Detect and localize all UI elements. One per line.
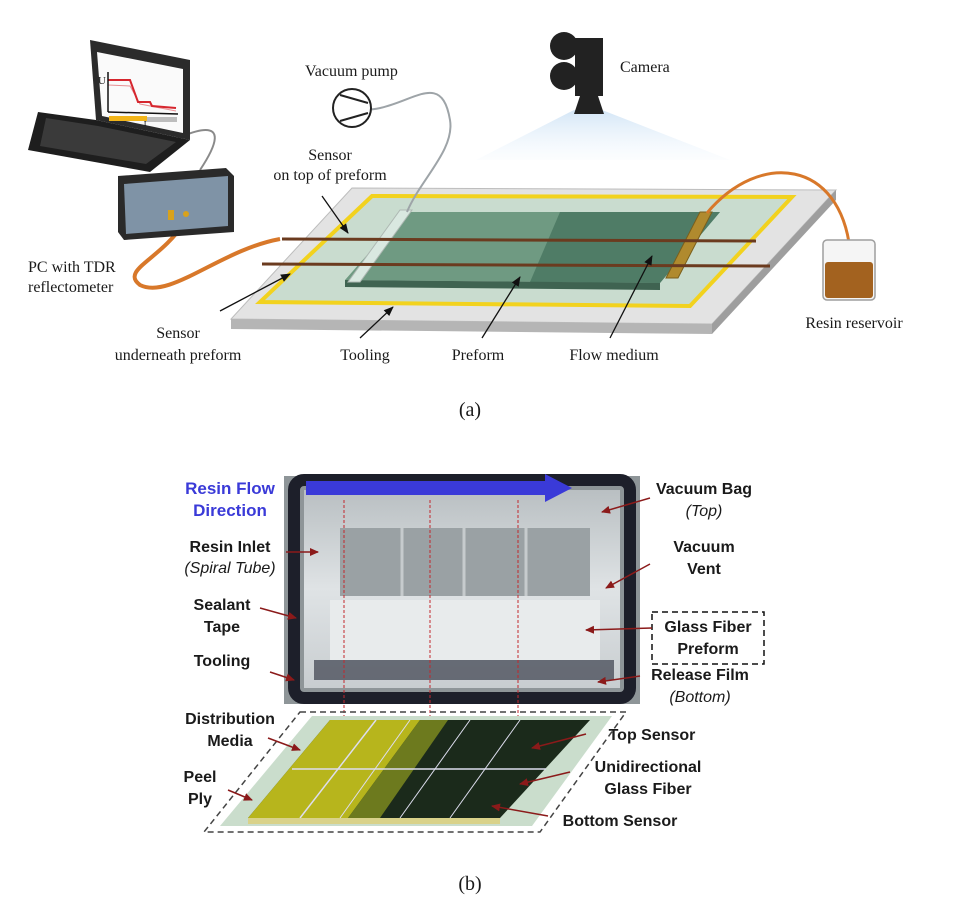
arrow-tooling-b (269, 671, 295, 682)
arrow-unidirectional (519, 771, 571, 787)
vacuum-bag-photo (284, 474, 640, 716)
label-peel-2: Ply (188, 791, 212, 808)
resin-supply-tube (705, 171, 852, 251)
label-sensor-top-1: Sensor (308, 147, 352, 164)
label-resin-flow-2: Direction (193, 501, 267, 520)
label-unidirectional-1: Unidirectional (595, 759, 702, 776)
label-sensor-top-2: on top of preform (273, 167, 387, 184)
sensor-under-line (261, 262, 771, 268)
arrow-preform (481, 276, 521, 339)
label-vacuum-vent-2: Vent (687, 561, 721, 578)
label-glass-fiber-2: Preform (677, 641, 738, 658)
vacuum-pump (332, 88, 372, 128)
label-distribution-2: Media (207, 733, 252, 750)
label-flow-medium: Flow medium (569, 347, 659, 364)
label-preform: Preform (452, 347, 505, 364)
arrow-glass-fiber (585, 625, 653, 634)
label-unidirectional-2: Glass Fiber (604, 781, 691, 798)
glass-fiber-callout-box (651, 611, 765, 665)
arrow-tooling (359, 306, 394, 339)
sensor-top-line (281, 237, 757, 243)
camera-view-cone (476, 110, 730, 160)
vacuum-hose (351, 91, 452, 213)
label-resin-flow-1: Resin Flow (185, 479, 276, 498)
panel-b: Resin Flow Direction Resin Inlet (Spiral… (184, 474, 765, 895)
caption-b: (b) (458, 873, 481, 895)
arrow-sensor-top (321, 195, 349, 234)
tdr-graph-curve (108, 79, 177, 109)
label-sensor-under-1: Sensor (156, 325, 200, 342)
camera-icon (550, 32, 604, 114)
resin-flow-arrow (306, 474, 572, 502)
label-vacuum-vent-1: Vacuum (673, 539, 734, 556)
label-resin-reservoir: Resin reservoir (805, 315, 903, 332)
label-tooling-a: Tooling (340, 347, 390, 364)
label-sensor-under-2: underneath preform (115, 347, 242, 364)
label-sealant-1: Sealant (194, 597, 252, 614)
label-resin-inlet-1: Resin Inlet (190, 539, 272, 556)
arrow-vacuum-bag (601, 497, 651, 514)
label-bottom-sensor: Bottom Sensor (563, 813, 678, 830)
graph-t-label: t (144, 118, 147, 129)
label-camera: Camera (620, 59, 670, 76)
caption-a: (a) (459, 399, 481, 421)
laptop: U t (28, 40, 190, 172)
tdr-reflectometer (118, 168, 234, 240)
label-pc-1: PC with TDR (28, 259, 116, 276)
arrow-vacuum-vent (605, 563, 651, 589)
label-peel-1: Peel (184, 769, 217, 786)
resin-reservoir (822, 239, 876, 301)
arrow-top-sensor (531, 733, 587, 750)
label-release-film-2: (Bottom) (669, 689, 730, 706)
tdr-cable (132, 221, 281, 290)
label-pc-2: reflectometer (28, 279, 114, 296)
label-resin-inlet-2: (Spiral Tube) (184, 560, 275, 577)
arrow-flow-medium (609, 255, 653, 339)
arrow-sensor-under (219, 273, 291, 312)
arrow-bottom-sensor (491, 803, 549, 817)
label-release-film-1: Release Film (651, 667, 749, 684)
label-distribution-1: Distribution (185, 711, 275, 728)
panel-a: U t Vacuum pump Camera Sensor on t (28, 32, 903, 421)
label-glass-fiber-1: Glass Fiber (664, 619, 751, 636)
arrow-sealant (259, 607, 297, 620)
arrow-release-film (597, 675, 641, 685)
label-sealant-2: Tape (204, 619, 240, 636)
layup-schematic (202, 711, 628, 833)
graph-u-label: U (98, 75, 106, 87)
label-vacuum-pump: Vacuum pump (305, 63, 398, 80)
label-vacuum-bag-1: Vacuum Bag (656, 481, 752, 498)
label-vacuum-bag-2: (Top) (686, 503, 723, 520)
arrow-peel-ply (227, 789, 253, 801)
arrow-distribution (267, 737, 301, 751)
label-top-sensor: Top Sensor (609, 727, 696, 744)
label-tooling-b: Tooling (194, 653, 251, 670)
